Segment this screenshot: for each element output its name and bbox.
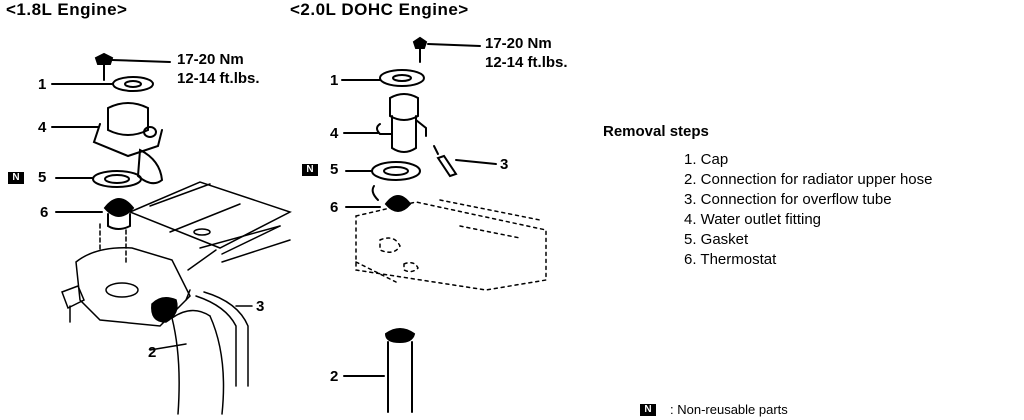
torque-ftlbs-1-8l: 12-14 ft.lbs. xyxy=(177,70,260,87)
header-1-8l-engine: <1.8L Engine> xyxy=(6,0,128,19)
legend-badge-icon: N xyxy=(640,404,656,416)
removal-step: 4. Water outlet fitting xyxy=(684,211,822,228)
callout-2-2-0l: 2 xyxy=(330,368,339,385)
callout-5-1-8l: 5 xyxy=(38,169,47,186)
radiator-hose-2-0l xyxy=(343,328,416,413)
callout-3-2-0l: 3 xyxy=(500,156,509,173)
gasket-1-8l xyxy=(55,170,142,188)
torque-spec-2-0l: 17-20 Nm 12-14 ft.lbs. xyxy=(485,34,568,72)
engine-block-1-8l xyxy=(61,181,292,415)
callout-4-2-0l: 4 xyxy=(330,125,339,142)
callout-1-2-0l: 1 xyxy=(330,72,339,89)
legend-text: : Non-reusable parts xyxy=(670,402,788,417)
cap-2-0l xyxy=(341,69,425,87)
header-2-0l-dohc-engine: <2.0L DOHC Engine> xyxy=(290,0,469,19)
callout-1-1-8l: 1 xyxy=(38,76,47,93)
torque-ftlbs-2-0l: 12-14 ft.lbs. xyxy=(485,54,568,71)
non-reusable-badge-icon: N xyxy=(302,164,318,176)
callout-4-1-8l: 4 xyxy=(38,119,47,136)
removal-step: 3. Connection for overflow tube xyxy=(684,191,892,208)
non-reusable-badge-icon: N xyxy=(8,172,24,184)
water-outlet-fitting-1-8l xyxy=(51,102,164,185)
thermostat-2-0l xyxy=(345,185,412,212)
bolt-2-0l-icon xyxy=(412,36,481,63)
callout-6-2-0l: 6 xyxy=(330,199,339,216)
removal-step: 2. Connection for radiator upper hose xyxy=(684,171,933,188)
gasket-2-0l xyxy=(345,161,421,181)
callout-2-1-8l: 2 xyxy=(148,344,157,361)
bolt-1-8l-icon xyxy=(94,52,171,81)
removal-steps-title: Removal steps xyxy=(603,123,709,140)
engine-block-2-0l xyxy=(355,199,547,291)
overflow-connection-2-0l xyxy=(433,145,497,178)
removal-step: 5. Gasket xyxy=(684,231,749,248)
cap-1-8l xyxy=(51,76,154,92)
callout-5-2-0l: 5 xyxy=(330,161,339,178)
torque-spec-1-8l: 17-20 Nm 12-14 ft.lbs. xyxy=(177,50,260,88)
torque-nm-2-0l: 17-20 Nm xyxy=(485,35,552,52)
water-outlet-fitting-2-0l xyxy=(343,93,427,153)
callout-6-1-8l: 6 xyxy=(40,204,49,221)
removal-steps-list: 1. Cap 2. Connection for radiator upper … xyxy=(684,150,933,270)
removal-step: 1. Cap xyxy=(684,151,729,168)
callout-3-1-8l: 3 xyxy=(256,298,265,315)
torque-nm-1-8l: 17-20 Nm xyxy=(177,51,244,68)
removal-step: 6. Thermostat xyxy=(684,251,777,268)
thermostat-1-8l xyxy=(55,198,135,230)
